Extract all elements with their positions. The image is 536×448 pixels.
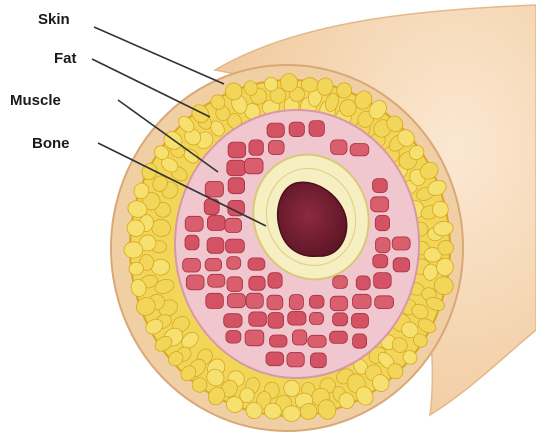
muscle-fascicle (246, 293, 263, 308)
muscle-fascicle (249, 140, 264, 156)
muscle-fascicle (374, 273, 392, 289)
muscle-fascicle (268, 313, 284, 329)
skin-label: Skin (38, 11, 70, 28)
muscle-fascicle (330, 331, 348, 343)
muscle-fascicle (248, 258, 265, 270)
muscle-fascicle (206, 293, 224, 308)
muscle-fascicle (333, 276, 348, 289)
muscle-fascicle (393, 258, 410, 272)
muscle-fascicle (245, 158, 264, 174)
muscle-fascicle (309, 312, 323, 324)
muscle-fascicle (267, 123, 284, 137)
muscle-fascicle (245, 330, 264, 346)
muscle-fascicle (205, 181, 223, 197)
fat-lobule (284, 380, 300, 396)
muscle-fascicle (371, 197, 389, 212)
muscle-fascicle (392, 237, 410, 250)
fat-leader-line (92, 59, 210, 117)
muscle-fascicle (207, 216, 225, 231)
muscle-fascicle (205, 258, 222, 271)
muscle-fascicle (288, 311, 306, 325)
muscle-fascicle (185, 235, 199, 250)
muscle-fascicle (266, 352, 284, 366)
muscle-fascicle (352, 313, 369, 328)
fat-lobule (438, 241, 454, 256)
muscle-fascicle (330, 296, 347, 311)
muscle-fascicle (309, 121, 324, 137)
muscle-label: Muscle (10, 92, 61, 109)
muscle-fascicle (331, 140, 347, 155)
muscle-fascicle (227, 277, 243, 292)
fat-lobule (280, 74, 297, 92)
muscle-fascicle (226, 331, 241, 344)
bone-label: Bone (32, 135, 70, 152)
muscle-fascicle (308, 335, 326, 347)
muscle-fascicle (268, 141, 284, 155)
muscle-fascicle (249, 276, 265, 290)
muscle-fascicle (267, 295, 283, 310)
muscle-fascicle (228, 178, 245, 194)
muscle-fascicle (350, 144, 369, 156)
muscle-fascicle (270, 335, 288, 347)
muscle-fascicle (292, 330, 306, 345)
muscle-fascicle (226, 239, 245, 253)
muscle-fascicle (208, 274, 225, 287)
fat-lobule (283, 406, 301, 422)
fat-label: Fat (54, 50, 77, 67)
muscle-fascicle (289, 122, 304, 137)
muscle-fascicle (287, 352, 304, 367)
muscle-fascicle (373, 255, 388, 268)
muscle-fascicle (353, 334, 367, 348)
muscle-fascicle (268, 273, 282, 289)
muscle-fascicle (375, 296, 394, 309)
muscle-fascicle (289, 295, 303, 310)
muscle-fascicle (225, 218, 242, 232)
muscle-fascicle (356, 276, 370, 290)
muscle-fascicle (227, 160, 246, 176)
muscle-fascicle (333, 313, 348, 326)
muscle-fascicle (376, 238, 391, 253)
muscle-fascicle (228, 142, 246, 158)
muscle-fascicle (224, 314, 242, 328)
muscle-fascicle (227, 257, 241, 270)
skin-leader-line (94, 27, 224, 84)
muscle-fascicle (373, 179, 388, 193)
muscle-fascicle (353, 294, 372, 308)
muscle-fascicle (227, 294, 245, 308)
muscle-fascicle (309, 295, 324, 308)
fat-lobule (124, 242, 143, 258)
muscle-fascicle (183, 258, 201, 272)
muscle-fascicle (249, 312, 267, 326)
muscle-fascicle (185, 216, 203, 231)
muscle-fascicle (186, 275, 204, 290)
muscle-fascicle (310, 353, 326, 368)
muscle-fascicle (375, 215, 389, 230)
muscle-fascicle (207, 238, 224, 254)
